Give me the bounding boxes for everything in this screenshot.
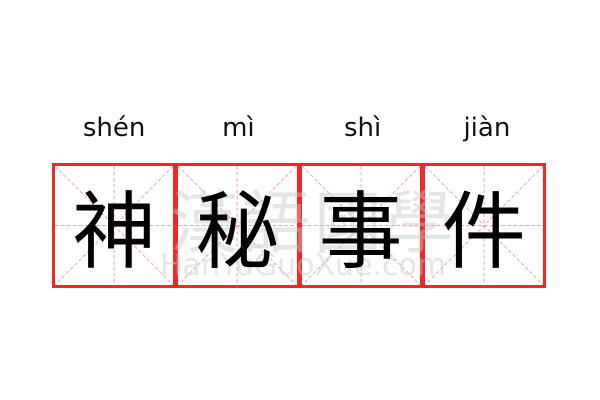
- character-cell: 件: [421, 163, 546, 288]
- guide-lines-icon: [301, 166, 420, 285]
- guide-lines-icon: [178, 166, 297, 285]
- pinyin-row: shén mì shì jiàn: [52, 108, 549, 148]
- character-cell: 神: [52, 163, 177, 288]
- character: 神: [72, 183, 157, 281]
- character: 秘: [195, 183, 280, 281]
- character: 件: [441, 183, 526, 281]
- pinyin-4: jiàn: [463, 113, 511, 143]
- guide-lines-icon: [55, 166, 174, 285]
- character: 事: [318, 183, 403, 281]
- character-cell: 事: [298, 163, 423, 288]
- guide-lines-icon: [424, 166, 543, 285]
- character-cell: 秘: [175, 163, 300, 288]
- pinyin-3: shì: [344, 113, 382, 143]
- pinyin-1: shén: [82, 113, 146, 143]
- character-grid: 神 秘 事 件: [52, 163, 549, 288]
- pinyin-2: mì: [222, 113, 255, 143]
